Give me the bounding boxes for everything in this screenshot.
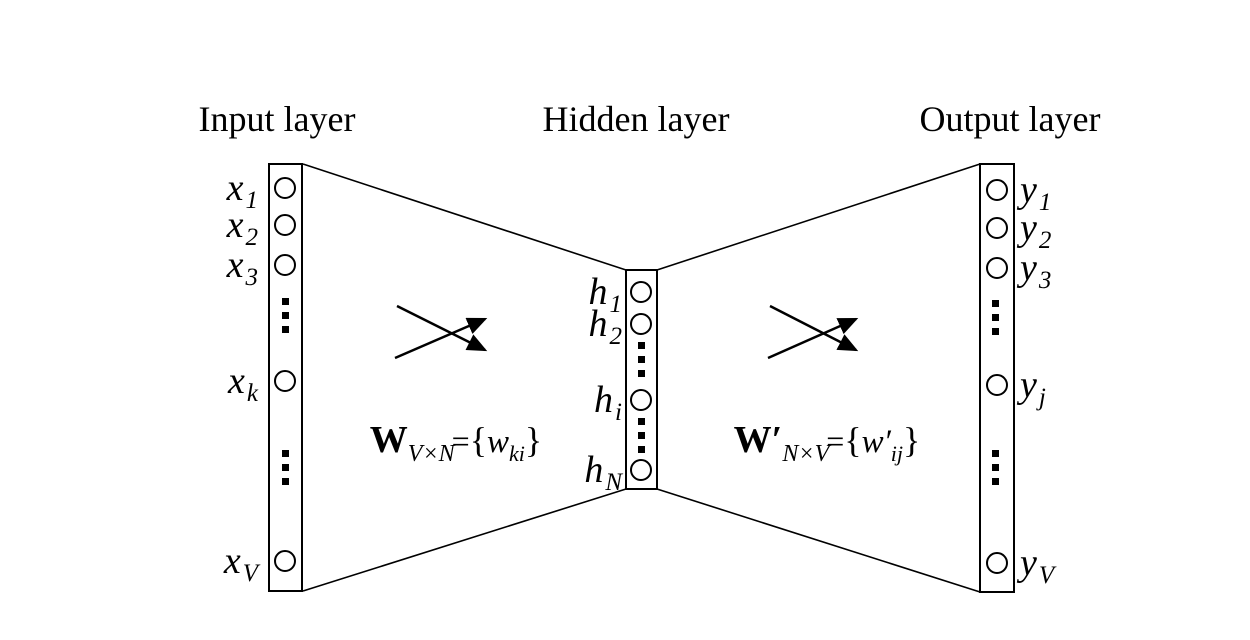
element-subscript: ki	[509, 441, 525, 466]
output-node-label-yj: yj	[1020, 364, 1140, 411]
input-layer-title: Input layer	[198, 99, 356, 139]
open-brace: {	[469, 420, 487, 460]
node-subscript: 1	[609, 291, 623, 318]
node-symbol: y	[1020, 247, 1037, 289]
hidden-node-label-hN: hN	[520, 449, 622, 496]
output-node-circle	[986, 179, 1008, 201]
mapping-arrow-right-down-icon	[769, 304, 859, 352]
hidden-output-bottom-edge	[656, 488, 981, 593]
output-node-label-y2: y2	[1020, 207, 1140, 254]
node-symbol: y	[1020, 364, 1037, 406]
node-subscript: 1	[1038, 189, 1052, 216]
input-node-label-x2: x2	[140, 204, 258, 251]
node-subscript: 2	[245, 224, 259, 251]
output-node-label-y3: y3	[1020, 247, 1140, 294]
output-layer-title: Output layer	[919, 99, 1101, 139]
close-brace: }	[903, 420, 921, 460]
node-subscript: 2	[609, 323, 623, 350]
node-symbol: h	[594, 379, 614, 421]
hidden-layer-column	[625, 269, 658, 490]
element-symbol: w	[487, 424, 510, 460]
hidden-node-circle	[630, 313, 652, 335]
input-hidden-top-edge	[302, 163, 627, 271]
node-subscript: 3	[245, 264, 259, 291]
output-node-circle	[986, 217, 1008, 239]
output-node-label-y1: y1	[1020, 169, 1140, 216]
node-subscript: V	[1038, 562, 1055, 589]
hidden-node-label-hi: hi	[520, 379, 622, 426]
weight-label-input-to-hidden: WV×N={wki}	[306, 412, 606, 468]
node-symbol: x	[226, 204, 244, 246]
output-node-label-yV: yV	[1020, 542, 1140, 589]
node-symbol: h	[588, 271, 608, 313]
node-symbol: y	[1020, 207, 1037, 249]
output-node-circle	[986, 552, 1008, 574]
node-symbol: x	[226, 167, 244, 209]
node-symbol: x	[223, 540, 241, 582]
element-subscript: ij	[890, 441, 904, 466]
mapping-arrow-left-down-icon	[396, 304, 488, 352]
node-subscript: N	[605, 469, 622, 496]
node-subscript: 3	[1038, 267, 1052, 294]
node-subscript: 2	[1038, 227, 1052, 254]
node-subscript: j	[1038, 384, 1046, 411]
input-node-circle	[274, 370, 296, 392]
matrix-symbol: W	[369, 419, 408, 461]
input-node-label-xk: xk	[140, 360, 258, 407]
node-subscript: i	[615, 399, 622, 426]
input-node-label-x1: x1	[140, 167, 258, 214]
node-subscript: V	[242, 560, 258, 587]
matrix-subscript: N×V	[782, 441, 830, 467]
open-brace: {	[844, 420, 862, 460]
node-symbol: y	[1020, 542, 1037, 584]
output-node-circle	[986, 257, 1008, 279]
hidden-node-circle	[630, 389, 652, 411]
node-symbol: x	[228, 360, 245, 402]
input-hidden-bottom-edge	[302, 488, 627, 592]
input-node-circle	[274, 550, 296, 572]
mapping-arrow-right-up-icon	[767, 317, 859, 360]
hidden-output-top-edge	[656, 163, 981, 271]
ellipsis-dots	[992, 300, 999, 335]
node-symbol: h	[584, 449, 604, 491]
hidden-layer-title: Hidden layer	[542, 99, 730, 139]
output-node-circle	[986, 374, 1008, 396]
hidden-node-circle	[630, 459, 652, 481]
node-symbol: h	[588, 303, 608, 345]
equals-sign: =	[826, 423, 845, 459]
matrix-symbol: W′	[733, 419, 783, 461]
node-subscript: 1	[245, 187, 259, 214]
ellipsis-dots	[638, 342, 645, 377]
input-node-circle	[274, 254, 296, 276]
close-brace: }	[524, 420, 543, 460]
hidden-node-label-h1: h1	[520, 271, 623, 318]
equals-sign: =	[451, 423, 470, 459]
mapping-arrow-left-up-icon	[394, 317, 488, 360]
matrix-subscript: V×N	[407, 441, 455, 467]
input-node-label-xV: xV	[140, 540, 258, 587]
input-node-circle	[274, 177, 296, 199]
node-subscript: k	[246, 380, 258, 407]
ellipsis-dots	[638, 418, 645, 453]
node-symbol: x	[226, 244, 244, 286]
element-symbol: w′	[861, 424, 891, 460]
hidden-node-circle	[630, 281, 652, 303]
weight-label-hidden-to-output: W′N×V={w′ij}	[677, 412, 977, 468]
input-node-circle	[274, 214, 296, 236]
input-node-label-x3: x3	[140, 244, 258, 291]
ellipsis-dots	[282, 450, 289, 485]
ellipsis-dots	[992, 450, 999, 485]
node-symbol: y	[1020, 169, 1037, 211]
ellipsis-dots	[282, 298, 289, 333]
hidden-node-label-h2: h2	[520, 303, 623, 350]
